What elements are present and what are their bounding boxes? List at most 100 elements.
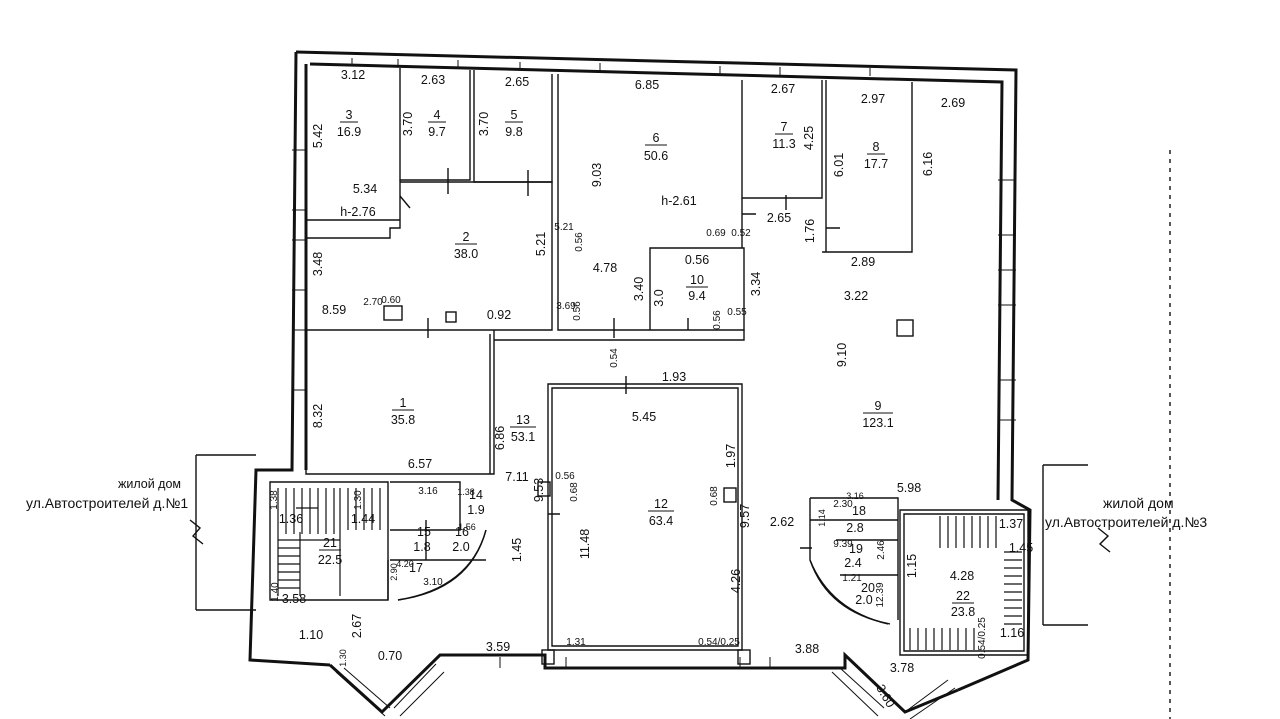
svg-text:8: 8	[873, 140, 880, 154]
svg-text:1.31: 1.31	[566, 637, 586, 648]
svg-text:2.30: 2.30	[833, 499, 853, 510]
svg-text:2.67: 2.67	[350, 614, 364, 638]
svg-text:1.14: 1.14	[817, 509, 827, 527]
svg-text:123.1: 123.1	[862, 416, 893, 430]
svg-text:3.12: 3.12	[341, 68, 365, 82]
svg-text:0.56: 0.56	[574, 232, 585, 252]
bay-windows	[397, 529, 891, 625]
svg-text:5.34: 5.34	[353, 182, 377, 196]
svg-text:h-2.76: h-2.76	[340, 205, 375, 219]
svg-text:1.38: 1.38	[457, 487, 475, 497]
svg-text:1.97: 1.97	[724, 444, 738, 468]
svg-text:17: 17	[409, 561, 423, 575]
svg-text:10: 10	[690, 273, 704, 287]
room-14-label: 141.9	[467, 488, 484, 517]
room-6-label: 650.6	[644, 131, 668, 163]
svg-text:2.69: 2.69	[941, 96, 965, 110]
svg-text:3.58: 3.58	[282, 592, 306, 606]
svg-text:0.54: 0.54	[609, 348, 620, 368]
svg-text:11.48: 11.48	[578, 529, 592, 559]
svg-text:9.8: 9.8	[505, 125, 522, 139]
svg-text:50.6: 50.6	[644, 149, 668, 163]
svg-text:0.70: 0.70	[378, 649, 402, 663]
svg-text:3.69: 3.69	[556, 301, 576, 312]
svg-text:2.65: 2.65	[505, 75, 529, 89]
windows	[292, 58, 1016, 719]
room-8-label: 817.7	[864, 140, 888, 171]
svg-text:2.0: 2.0	[855, 593, 872, 607]
svg-text:5.42: 5.42	[311, 124, 325, 148]
svg-text:9.03: 9.03	[590, 163, 604, 187]
svg-text:4.25: 4.25	[802, 126, 816, 150]
neighbor-building-left: жилой дом ул.Автостроителей д.№1	[26, 454, 256, 611]
room-16-label: 162.0	[452, 525, 469, 554]
svg-text:4.28: 4.28	[950, 569, 974, 583]
room-3-label: 316.9	[337, 108, 361, 139]
svg-text:16: 16	[455, 525, 469, 539]
svg-text:19: 19	[849, 542, 863, 556]
svg-text:0.55: 0.55	[727, 307, 747, 318]
svg-text:0.69: 0.69	[706, 228, 726, 239]
svg-text:22.5: 22.5	[318, 553, 342, 567]
svg-text:4.26: 4.26	[729, 569, 743, 593]
room-1-label: 135.8	[391, 396, 415, 427]
svg-text:11.3: 11.3	[772, 137, 795, 151]
svg-text:0.68: 0.68	[709, 486, 720, 506]
svg-text:5.98: 5.98	[897, 481, 921, 495]
svg-text:1.93: 1.93	[662, 370, 686, 384]
svg-text:12: 12	[654, 497, 668, 511]
room-2-label: 238.0	[454, 230, 478, 261]
svg-text:18: 18	[852, 504, 866, 518]
svg-text:22: 22	[956, 589, 970, 603]
svg-text:6.85: 6.85	[635, 78, 659, 92]
svg-text:4.20: 4.20	[396, 559, 414, 569]
svg-text:3.16: 3.16	[846, 491, 864, 501]
svg-text:13: 13	[516, 413, 530, 427]
svg-text:1.40: 1.40	[270, 582, 281, 602]
room-9-label: 9 123.1	[862, 399, 893, 430]
room-22-label: 22 23.8	[951, 589, 975, 619]
neighbor-left-line1: жилой дом	[118, 477, 181, 491]
svg-text:9: 9	[875, 399, 882, 413]
svg-text:0.56: 0.56	[685, 253, 709, 267]
svg-text:5.45: 5.45	[632, 410, 656, 424]
svg-text:63.4: 63.4	[649, 514, 673, 528]
svg-text:3.22: 3.22	[844, 289, 868, 303]
svg-text:1.10: 1.10	[299, 628, 323, 642]
svg-text:16.9: 16.9	[337, 125, 361, 139]
svg-text:8.32: 8.32	[311, 404, 325, 428]
svg-text:1.30: 1.30	[353, 490, 364, 510]
svg-text:0.60: 0.60	[381, 295, 401, 306]
svg-text:1.9: 1.9	[467, 503, 484, 517]
svg-text:1.44: 1.44	[351, 512, 375, 526]
svg-text:14: 14	[469, 488, 483, 502]
svg-text:1.56: 1.56	[458, 522, 476, 532]
stair-21	[277, 488, 381, 596]
svg-text:3.0: 3.0	[652, 289, 666, 306]
svg-text:1.36: 1.36	[279, 512, 303, 526]
svg-text:3.48: 3.48	[311, 252, 325, 276]
svg-text:9.7: 9.7	[428, 125, 445, 139]
svg-text:0.54/0.25: 0.54/0.25	[977, 617, 988, 659]
svg-text:4: 4	[434, 108, 441, 122]
svg-text:5.21: 5.21	[534, 232, 548, 256]
svg-text:5: 5	[511, 108, 518, 122]
svg-text:2.65: 2.65	[767, 211, 791, 225]
svg-text:1.21: 1.21	[842, 573, 862, 584]
svg-text:3.40: 3.40	[632, 277, 646, 301]
neighbor-building-right: жилой дом ул.Автостроителей д.№3	[1042, 464, 1207, 626]
svg-text:3.78: 3.78	[890, 661, 914, 675]
room-18-label: 182.8	[846, 504, 866, 535]
svg-text:1.45: 1.45	[1009, 541, 1033, 555]
svg-text:0.52: 0.52	[731, 228, 751, 239]
svg-text:0.92: 0.92	[487, 308, 511, 322]
svg-text:23.8: 23.8	[951, 605, 975, 619]
partitions	[269, 68, 1029, 665]
svg-text:6.86: 6.86	[493, 426, 507, 450]
neighbor-left-line2: ул.Автостроителей д.№1	[26, 495, 188, 511]
svg-text:0.54/0.25: 0.54/0.25	[698, 637, 740, 648]
svg-text:2.63: 2.63	[421, 73, 445, 87]
svg-text:1.16: 1.16	[1000, 626, 1024, 640]
svg-text:1.76: 1.76	[803, 219, 817, 243]
